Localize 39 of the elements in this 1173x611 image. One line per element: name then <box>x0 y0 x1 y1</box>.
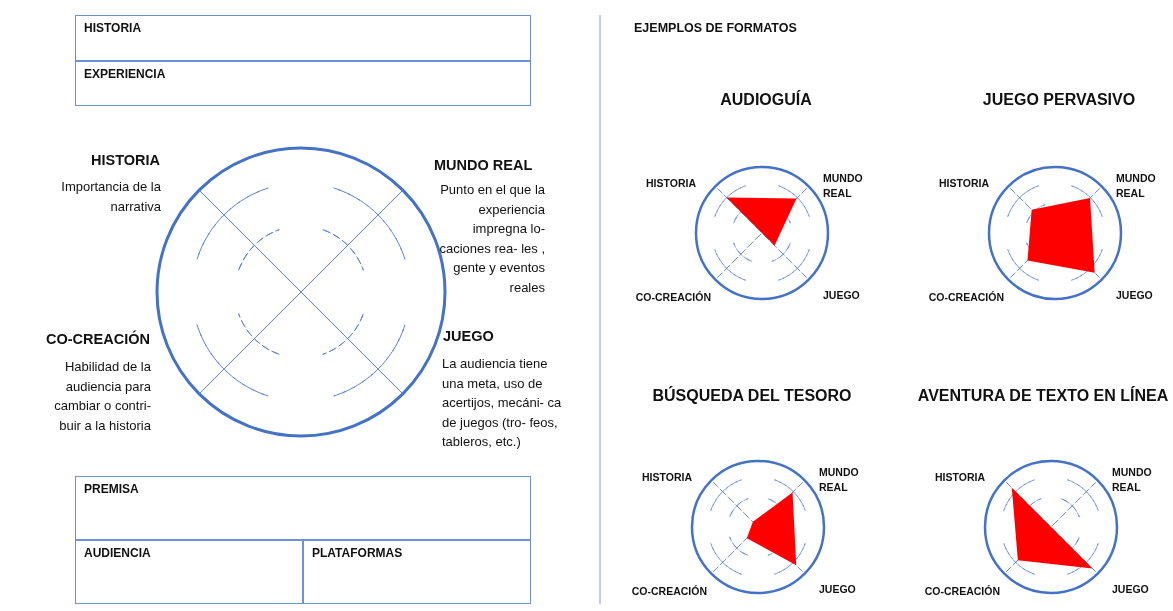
axis-heading: CO-CREACIÓN <box>46 331 151 347</box>
chart-title: JUEGO PERVASIVO <box>981 91 1137 109</box>
axis-label: CO-CREACIÓN <box>630 584 707 599</box>
field-label: HISTORIA <box>84 21 142 35</box>
axis-label: HISTORIA <box>938 176 989 191</box>
axis-label: JUEGO <box>1112 582 1150 597</box>
axis-label: JUEGO <box>823 288 861 303</box>
axis-label: HISTORIA <box>934 470 985 485</box>
axis-description: Punto en el que la experiencia impregna lo- caciones rea- les , gente y eventos reales <box>438 181 545 297</box>
axis-description: La audiencia tiene una meta, uso de acertijos, mecáni- ca de juegos (tro- feos, tableros, etc.) <box>442 355 563 452</box>
axis-label: MUNDO REAL <box>1116 171 1157 201</box>
axis-label: CO-CREACIÓN <box>923 584 1000 599</box>
chart-title: AUDIOGUÍA <box>719 91 813 109</box>
axis-label: JUEGO <box>819 582 857 597</box>
axis-label: MUNDO REAL <box>1112 465 1153 495</box>
axis-heading: MUNDO REAL <box>434 157 534 173</box>
axis-label: CO-CREACIÓN <box>634 290 711 305</box>
field-label: PLATAFORMAS <box>312 546 403 560</box>
form-field <box>75 61 531 106</box>
field-label: EXPERIENCIA <box>84 67 166 81</box>
axis-label: HISTORIA <box>641 470 692 485</box>
axis-description: Importancia de la narrativa <box>60 178 161 216</box>
form-field <box>75 15 531 61</box>
axis-heading: HISTORIA <box>89 152 160 168</box>
axis-label: MUNDO REAL <box>819 465 860 495</box>
chart-title: BÚSQUEDA DEL TESORO <box>651 387 853 405</box>
axis-label: MUNDO REAL <box>823 171 864 201</box>
form-field <box>75 476 531 540</box>
axis-heading: JUEGO <box>443 328 495 344</box>
form-field <box>75 540 303 604</box>
field-label: PREMISA <box>84 482 139 496</box>
axis-label: CO-CREACIÓN <box>927 290 1004 305</box>
axis-label: JUEGO <box>1116 288 1154 303</box>
chart-title: AVENTURA DE TEXTO EN LÍNEA <box>916 387 1170 405</box>
field-label: AUDIENCIA <box>84 546 151 560</box>
axis-description: Habilidad de la audiencia para cambiar o contri- buir a la historia <box>53 358 151 435</box>
section-heading: EJEMPLOS DE FORMATOS <box>634 21 797 35</box>
form-field <box>303 540 531 604</box>
axis-label: HISTORIA <box>645 176 696 191</box>
